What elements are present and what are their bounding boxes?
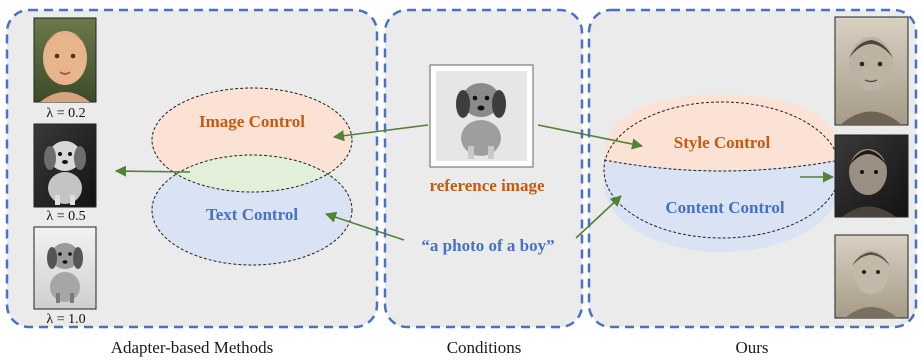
- arrow-prompt-to-text-control: [324, 211, 405, 241]
- prompt-text: “a photo of a boy”: [421, 236, 554, 255]
- ours-control-ellipse: [603, 95, 841, 252]
- conditions-caption: Conditions: [447, 338, 522, 357]
- style-control-label: Style Control: [674, 133, 771, 152]
- baby-image: [33, 17, 97, 103]
- arrow-prompt-to-content-control: [575, 195, 622, 239]
- reference-image-label: reference image: [430, 176, 545, 195]
- content-control-label: Content Control: [665, 198, 784, 217]
- lambda-label-2: λ = 0.5: [46, 209, 85, 224]
- ours-caption: Ours: [735, 338, 768, 357]
- arrow-overlap-to-results: [114, 165, 191, 177]
- adapter-venn: [151, 87, 353, 266]
- arrow-reference-to-style-control: [537, 124, 644, 150]
- text-control-label: Text Control: [206, 205, 298, 224]
- lambda-label-3: λ = 1.0: [46, 312, 85, 327]
- adapter-caption: Adapter-based Methods: [111, 338, 274, 357]
- arrow-reference-to-image-control: [332, 124, 429, 142]
- boy-portrait-3: [834, 234, 909, 319]
- overlap-region: [152, 155, 352, 192]
- conditions-panel: [383, 8, 584, 329]
- reference-image: [429, 64, 534, 168]
- image-control-label: Image Control: [199, 112, 305, 131]
- puppy-light-image: [33, 226, 97, 310]
- boy-portrait-2: [834, 134, 909, 218]
- lambda-label-1: λ = 0.2: [46, 106, 85, 121]
- boy-portrait-1: [834, 16, 909, 126]
- puppy-dark-image: [33, 123, 97, 208]
